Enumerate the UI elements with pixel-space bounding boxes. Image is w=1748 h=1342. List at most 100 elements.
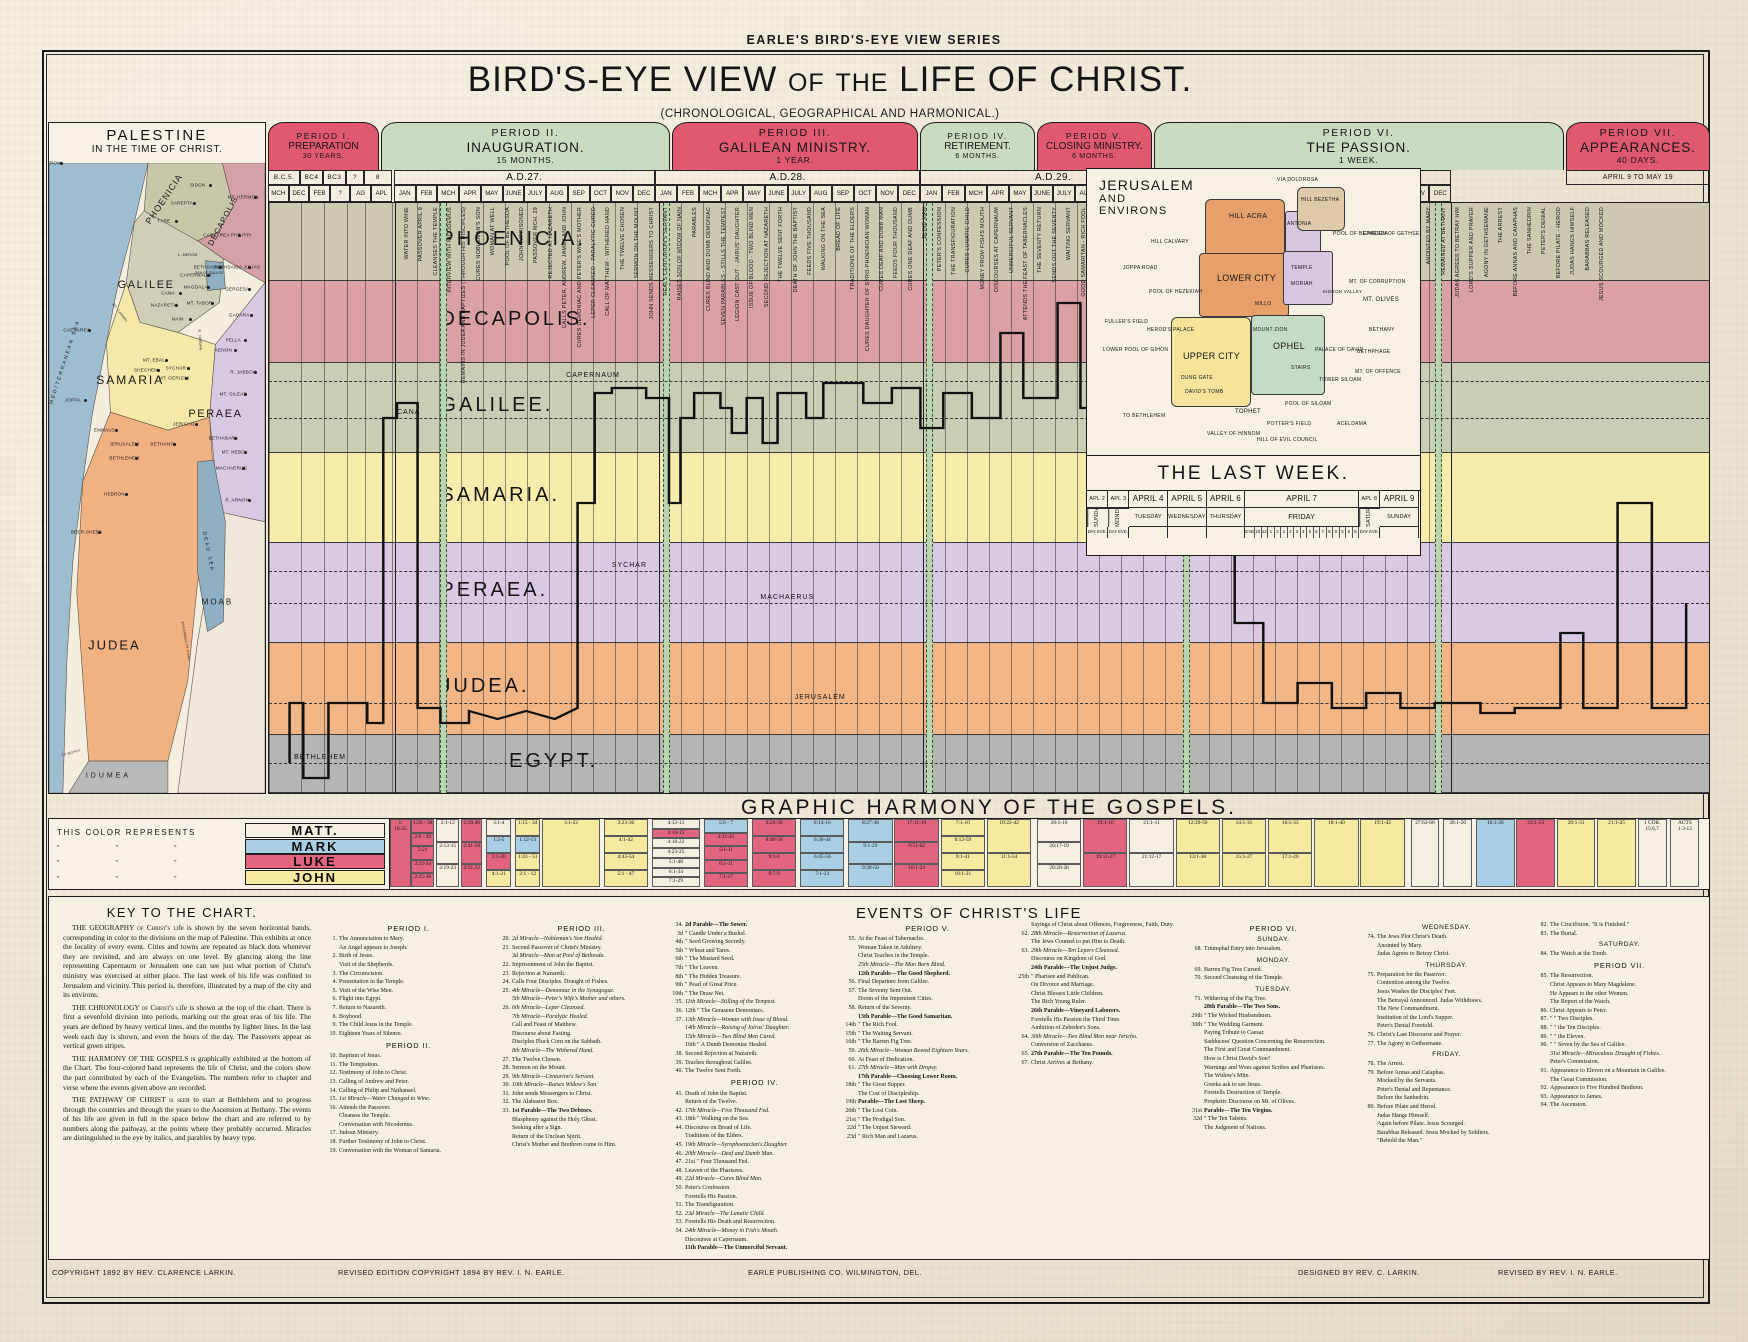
month-divider [834, 203, 836, 793]
event-item: An Angel appears to Joseph. [325, 944, 492, 952]
last-week-day: MONDAY [1108, 508, 1130, 527]
events-period-heading: PERIOD III. [557, 924, 606, 933]
event-number: 20th [845, 1108, 856, 1115]
period-tab-4[interactable]: PERIOD IV.RETIREMENT.6 MONTHS. [920, 122, 1035, 170]
event-item: 21.Second Passover of Christ's Ministry. [498, 944, 665, 952]
harmony-reference-cell: 7:1-29 [651, 877, 700, 887]
event-item: 4th" Seed Growing Secretly. [671, 938, 838, 946]
event-text: 8th Miracle—The Withered Hand. [512, 1047, 594, 1054]
map-city-label: JOPPA [64, 397, 81, 403]
harmony-ref-text: 3:1-20 [491, 854, 506, 860]
last-week-hours: DAY EVE. [1108, 527, 1130, 538]
event-item: 8th Miracle—The Withered Hand. [498, 1047, 665, 1055]
event-text: The Jews Counsel to put Him to Death. [1031, 939, 1126, 946]
event-text: The Twelve Chosen. [512, 1056, 562, 1063]
period-tab-5[interactable]: PERIOD V.CLOSING MINISTRY.6 MONTHS. [1037, 122, 1152, 170]
hour-cell: EVE [1245, 527, 1256, 538]
event-number: 43. [675, 1116, 684, 1123]
harmony-reference-cell: 1:15 - 34 [515, 819, 541, 836]
event-number [1536, 1050, 1548, 1058]
event-number: 40. [675, 1068, 684, 1075]
map-city-dot [87, 329, 91, 333]
month-divider [900, 203, 902, 793]
event-text: John sends Messengers to Christ. [512, 1090, 592, 1097]
harmony-ref-text: 4:18-22 [667, 839, 685, 846]
period-tab-name: CLOSING MINISTRY. [1045, 141, 1143, 153]
event-item: 28th Parable—The Two Sons. [1190, 1003, 1357, 1011]
period-tab-7[interactable]: PERIOD VII.APPEARANCES.40 DAYS. [1565, 122, 1710, 170]
event-item: 60.At Feast of Dedication. [844, 1056, 1011, 1064]
chart-event-label: THE ARREST [1498, 207, 1505, 244]
events-column-7: WEDNESDAY.74.The Jews Plot Christ's Deat… [1363, 921, 1530, 1255]
event-item: Greeks ask to see Jesus. [1190, 1081, 1357, 1089]
event-item: 43.18th " Walking on the Sea. [671, 1115, 838, 1123]
harmony-ref-text: 6:1-11 [719, 860, 733, 867]
event-text: Presentation in the Temple. [339, 979, 405, 986]
month-cell: MCH [437, 185, 460, 202]
period-tab-3[interactable]: PERIOD III.GALILEAN MINISTRY.1 YEAR. [671, 122, 919, 170]
event-item: 48.Leaven of the Pharisees. [671, 1167, 838, 1175]
event-item: The Widow's Mite. [1190, 1072, 1357, 1080]
event-number [1190, 1038, 1202, 1046]
event-number [498, 1030, 510, 1038]
chart-event-label: PARABLES [691, 207, 698, 238]
harmony-reference-cell: 3:23-36 [603, 819, 649, 836]
event-number [1190, 1081, 1202, 1089]
event-number: 49. [675, 1176, 684, 1183]
geo-band-label: PHOENICIA. [440, 228, 586, 250]
map-city-dot [174, 219, 178, 223]
event-item: Institution of the Lord's Supper. [1363, 1014, 1530, 1022]
event-number: 5th [675, 947, 683, 954]
harmony-reference-cell: 4:23-25 [651, 848, 700, 858]
event-text: " The Wedding Garment. [1204, 1021, 1265, 1028]
harmony-reference-cell: 1:2-5 [486, 836, 512, 853]
event-text: 1st Parable—The Two Debtors. [512, 1108, 593, 1115]
last-week-hours [1129, 527, 1169, 538]
city-level-label: SYCHAR [611, 562, 648, 569]
event-item: Return of the Twelve. [671, 1098, 838, 1106]
period-tab-2[interactable]: PERIOD II.INAUGURATION.15 MONTHS. [381, 122, 670, 170]
last-week-date: APL 8 [1359, 491, 1381, 508]
last-week-title: THE LAST WEEK. [1087, 456, 1420, 491]
harmony-ref-text: 15:6,7 [1645, 825, 1659, 832]
event-number [1363, 1137, 1375, 1145]
harmony-ref-text: 20:20-28 [1049, 865, 1069, 872]
event-item: 84.The Watch at the Tomb. [1536, 950, 1703, 958]
harmony-ref-text: 5:6 - 7 [718, 820, 734, 826]
harmony-ref-text: 1:43 - 51 [517, 854, 538, 860]
event-item: 87." " Two Disciples. [1536, 1015, 1703, 1023]
event-number [498, 1038, 510, 1046]
event-number: 10. [329, 1030, 338, 1037]
event-item: Return of the Unclean Spirit. [498, 1133, 665, 1141]
event-item: How is Christ David's Son? [1190, 1055, 1357, 1063]
event-number: 15. [329, 1096, 338, 1103]
harmony-ref-text: 13:1-38 [1189, 854, 1207, 860]
event-text: Flight into Egypt. [339, 996, 382, 1003]
last-week-date: APL 3 [1108, 491, 1130, 508]
jerusalem-place-label: POOL OF SILOAM [1285, 401, 1332, 407]
event-text: " Pharisee and Publican. [1031, 973, 1090, 980]
event-item: 7.Return to Nazareth. [325, 1004, 492, 1012]
event-number: 68. [1194, 946, 1203, 953]
map-city-dot [210, 301, 214, 305]
event-item: 22d" The Unjust Steward. [844, 1124, 1011, 1132]
month-divider [702, 203, 704, 793]
event-number: 54. [675, 1228, 684, 1234]
map-city-dot [192, 201, 196, 205]
event-number [671, 1236, 683, 1244]
harmony-ref-text: 16:1-33 [1281, 820, 1299, 826]
event-item: 3.The Circumcision. [325, 970, 492, 978]
city-level-line [269, 703, 1709, 704]
harmony-ref-text: 7:1-23 [815, 871, 830, 877]
chart-event-label: AGONY IN GETHSEMANE [1483, 207, 1490, 278]
period-tab-6[interactable]: PERIOD VI.THE PASSION.1 WEEK. [1153, 122, 1564, 170]
event-item: 94.The Ascension. [1536, 1101, 1703, 1109]
event-text: Second Passover of Christ's Ministry. [512, 944, 602, 951]
jerusalem-place-label: ANTONIA [1287, 221, 1312, 227]
map-city-label: MT. EBAL [143, 357, 166, 363]
event-text: Calling of Andrew and Peter. [339, 1078, 409, 1085]
harmony-reference-cell: 17:11-19 [894, 819, 939, 842]
event-number [1017, 981, 1029, 989]
event-text: " The Rich Fool. [858, 1022, 899, 1029]
